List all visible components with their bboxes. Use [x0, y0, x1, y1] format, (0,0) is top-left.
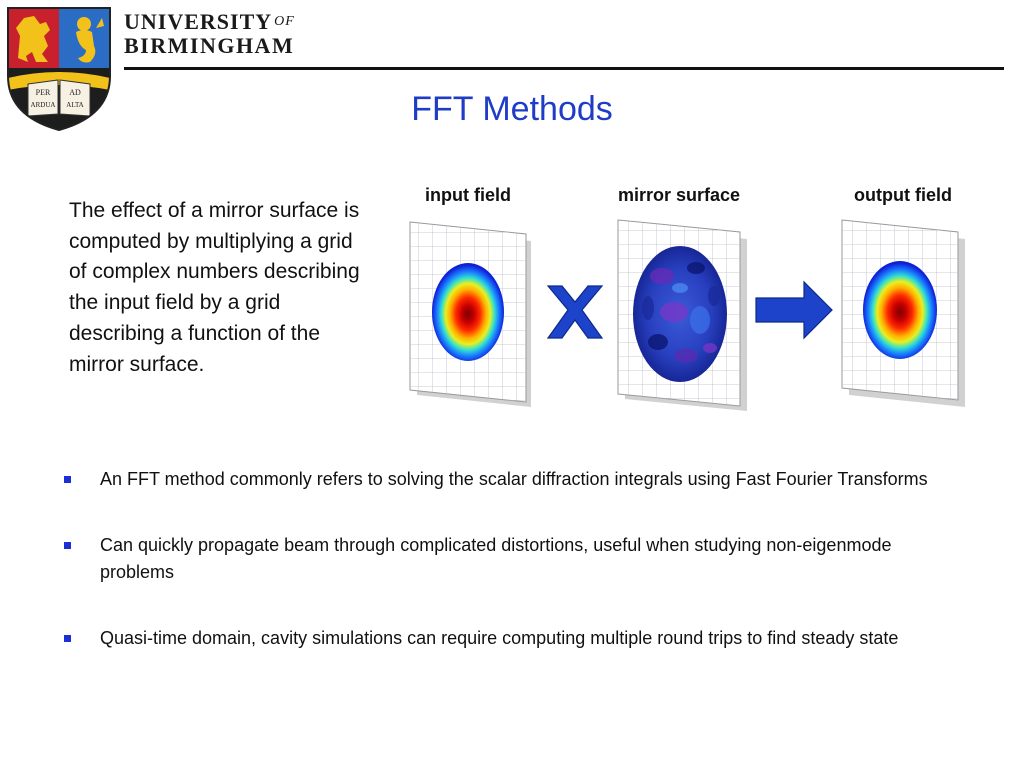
bullet-text: Can quickly propagate beam through compl…: [100, 535, 892, 582]
university-crest-logo: PER AD ARDUA ALTA: [7, 7, 111, 132]
bullet-text: Quasi-time domain, cavity simulations ca…: [100, 628, 899, 648]
caption-input-field: input field: [425, 185, 511, 205]
input-field-panel: [409, 221, 531, 407]
bullet-item: Can quickly propagate beam through compl…: [60, 532, 960, 586]
bullet-list: An FFT method commonly refers to solving…: [60, 466, 960, 652]
multiply-icon: [546, 285, 604, 339]
caption-mirror-surface: mirror surface: [618, 185, 741, 205]
wordmark-birmingham: BIRMINGHAM: [124, 33, 295, 58]
bullet-item: An FFT method commonly refers to solving…: [60, 466, 960, 493]
header-divider: [124, 67, 1004, 70]
wordmark-university: UNIVERSITY: [124, 9, 273, 34]
mirror-surface-panel: [617, 219, 747, 411]
bullet-marker: [64, 542, 71, 549]
bullet-item: Quasi-time domain, cavity simulations ca…: [60, 625, 960, 652]
bullet-marker: [64, 635, 71, 642]
input-beam-profile: [432, 263, 504, 361]
crest-text-alta: ALTA: [66, 101, 83, 109]
wordmark-of: OF: [274, 14, 295, 29]
bullet-marker: [64, 476, 71, 483]
arrow-right-icon: [755, 280, 833, 340]
caption-output-field: output field: [854, 185, 952, 205]
output-field-panel: [841, 219, 965, 407]
crest-text-ad: AD: [69, 88, 81, 97]
intro-paragraph: The effect of a mirror surface is comput…: [69, 199, 360, 376]
bullet-text: An FFT method commonly refers to solving…: [100, 469, 928, 489]
slide-title: FFT Methods: [411, 90, 613, 128]
output-beam-profile: [863, 261, 937, 359]
crest-text-per: PER: [36, 88, 51, 97]
crest-text-ardua: ARDUA: [31, 101, 56, 109]
